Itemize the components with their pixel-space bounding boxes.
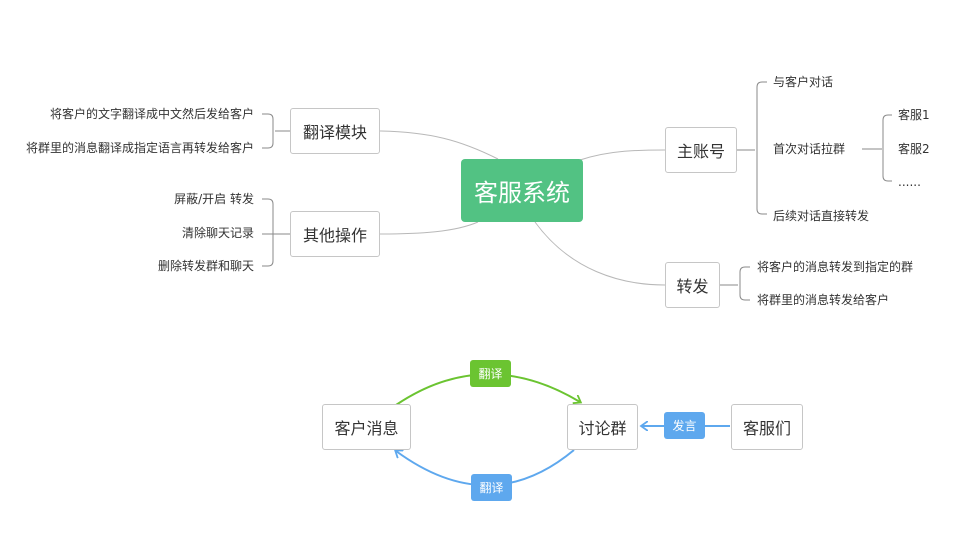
bracket-translate (262, 113, 290, 149)
tag-speak: 发言 (664, 412, 705, 439)
bracket-sub (862, 114, 892, 182)
leaf-sub-3: ...... (898, 175, 921, 189)
flow-agents: 客服们 (731, 404, 803, 450)
leaf-forward-2: 将群里的消息转发给客户 (757, 293, 890, 307)
branch-main-account: 主账号 (665, 127, 737, 173)
edge-root-translate (379, 130, 499, 160)
leaf-main-3: 后续对话直接转发 (773, 209, 870, 223)
root-node: 客服系统 (461, 159, 583, 222)
leaf-main-1: 与客户对话 (773, 75, 834, 89)
branch-forward: 转发 (665, 262, 720, 308)
leaf-main-2: 首次对话拉群 (773, 142, 846, 156)
leaf-translate-2: 将群里的消息翻译成指定语言再转发给客户 (25, 141, 254, 155)
edge-root-main (579, 149, 666, 161)
tag-translate-top: 翻译 (470, 360, 511, 387)
flow-customer-message: 客户消息 (322, 404, 411, 450)
flow-discussion-group: 讨论群 (567, 404, 638, 450)
edge-root-forward (534, 221, 666, 286)
branch-other-ops: 其他操作 (290, 211, 380, 257)
leaf-translate-1: 将客户的文字翻译成中文然后发给客户 (49, 107, 254, 121)
tag-translate-bottom: 翻译 (471, 474, 512, 501)
leaf-sub-1: 客服1 (898, 108, 930, 122)
leaf-forward-1: 将客户的消息转发到指定的群 (757, 260, 914, 274)
bracket-main (737, 81, 767, 215)
leaf-other-2: 清除聊天记录 (181, 226, 254, 240)
leaf-sub-2: 客服2 (898, 142, 930, 156)
bracket-forward (720, 266, 750, 301)
branch-translate-module: 翻译模块 (290, 108, 380, 154)
edge-root-other (379, 221, 479, 235)
leaf-other-3: 删除转发群和聊天 (157, 259, 254, 273)
bracket-other (262, 198, 290, 267)
leaf-other-1: 屏蔽/开启 转发 (174, 192, 254, 206)
